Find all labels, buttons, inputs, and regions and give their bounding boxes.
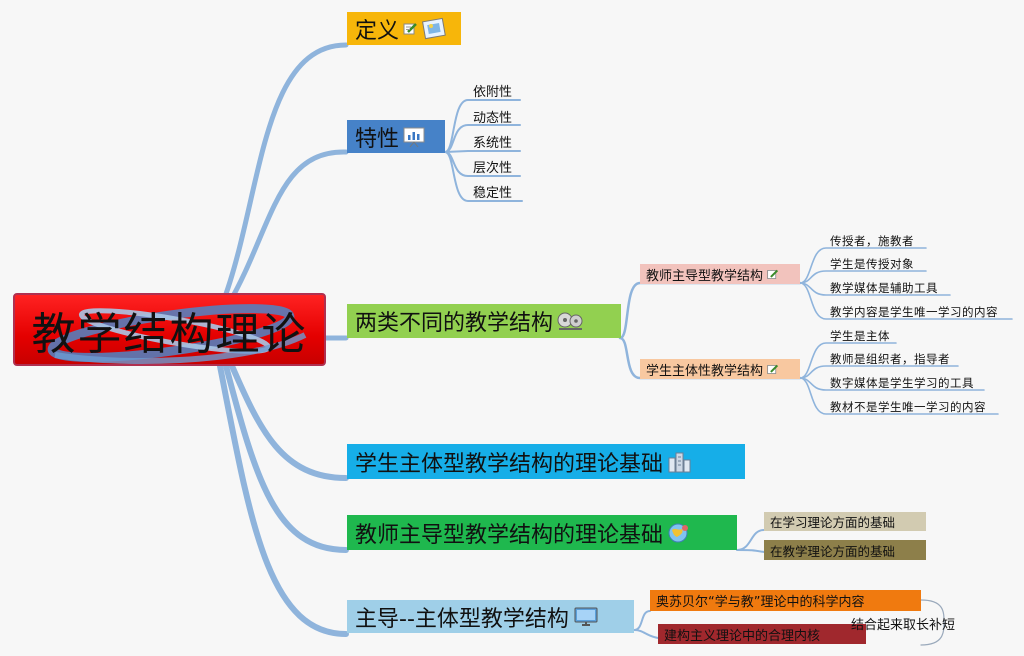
branch-teacher-basis-label: 教师主导型教学结构的理论基础 (355, 522, 664, 548)
subtype-student-main[interactable]: 学生主体性教学结构 (640, 359, 800, 379)
student-main-item[interactable]: 教材不是学生唯一学习的内容 (830, 400, 986, 414)
film-reel-icon (556, 309, 584, 333)
branch-teacher-basis[interactable]: 教师主导型教学结构的理论基础 (347, 515, 737, 550)
connector-dual-children (633, 610, 659, 639)
subtype-student-main-label: 学生主体性教学结构 (646, 363, 764, 379)
summary-bracket (920, 599, 945, 646)
branch-dual-structure[interactable]: 主导--主体型教学结构 (347, 600, 634, 633)
branch-student-basis[interactable]: 学生主体型教学结构的理论基础 (347, 444, 745, 479)
feature-item[interactable]: 依附性 (473, 85, 513, 100)
teacher-led-item[interactable]: 学生是传授对象 (830, 257, 914, 271)
dual-constructivism[interactable]: 建构主义理论中的合理内核 (658, 624, 866, 644)
connector-student-main-leaves (799, 342, 999, 415)
presentation-board-icon (402, 126, 426, 148)
feature-item[interactable]: 系统性 (473, 136, 513, 151)
branch-definition-label: 定义 (355, 18, 400, 44)
teacher-led-item[interactable]: 传授者，施教者 (830, 234, 914, 248)
branch-student-basis-label: 学生主体型教学结构的理论基础 (355, 451, 664, 477)
student-main-item[interactable]: 学生是主体 (830, 329, 890, 343)
picture-icon (421, 17, 447, 41)
student-main-item[interactable]: 教师是组织者，指导者 (830, 352, 950, 366)
connector-root-definition (219, 42, 349, 308)
branch-two-types-label: 两类不同的教学结构 (355, 311, 554, 336)
edit-note-icon (766, 363, 779, 376)
edit-note-icon (402, 21, 418, 37)
globe-icon (666, 521, 692, 545)
subtype-teacher-led[interactable]: 教师主导型教学结构 (640, 264, 800, 284)
connector-root-features (225, 149, 349, 308)
dual-ausubel[interactable]: 奥苏贝尔“学与教”理论中的科学内容 (650, 590, 921, 611)
teacher-led-item[interactable]: 教学媒体是辅助工具 (830, 281, 938, 295)
connector-root-dual (217, 363, 349, 637)
connector-teacher-led-leaves (799, 247, 1013, 320)
student-main-item[interactable]: 数字媒体是学生学习的工具 (830, 376, 974, 390)
branch-features-label: 特性 (355, 126, 400, 152)
teacher-led-item[interactable]: 教学内容是学生唯一学习的内容 (830, 305, 998, 319)
buildings-icon (666, 450, 692, 474)
root-title: 教学结构理论 (31, 308, 308, 360)
connector-teacher-basis-children (736, 529, 765, 553)
branch-dual-structure-label: 主导--主体型教学结构 (355, 606, 569, 632)
summary-note[interactable]: 结合起来取长补短 (851, 618, 956, 633)
feature-item[interactable]: 稳定性 (473, 186, 513, 201)
connector-features-leaves (444, 99, 523, 202)
root-node[interactable]: 教学结构理论 (13, 293, 326, 366)
teacher-basis-teaching[interactable]: 在教学理论方面的基础 (764, 540, 926, 560)
swirl-decoration (47, 304, 307, 364)
subtype-teacher-led-label: 教师主导型教学结构 (646, 268, 764, 284)
branch-definition[interactable]: 定义 (347, 12, 461, 45)
branch-two-types[interactable]: 两类不同的教学结构 (347, 304, 621, 338)
connector-two-types-subtypes (618, 281, 802, 380)
feature-item[interactable]: 层次性 (473, 161, 513, 176)
teacher-basis-learning[interactable]: 在学习理论方面的基础 (764, 512, 926, 531)
branch-features[interactable]: 特性 (347, 120, 445, 153)
connector-root-teacher-basis (223, 363, 349, 553)
monitor-icon (572, 605, 600, 629)
feature-item[interactable]: 动态性 (473, 111, 513, 126)
edit-note-icon (766, 268, 779, 281)
connector-root-student-basis (229, 363, 349, 481)
